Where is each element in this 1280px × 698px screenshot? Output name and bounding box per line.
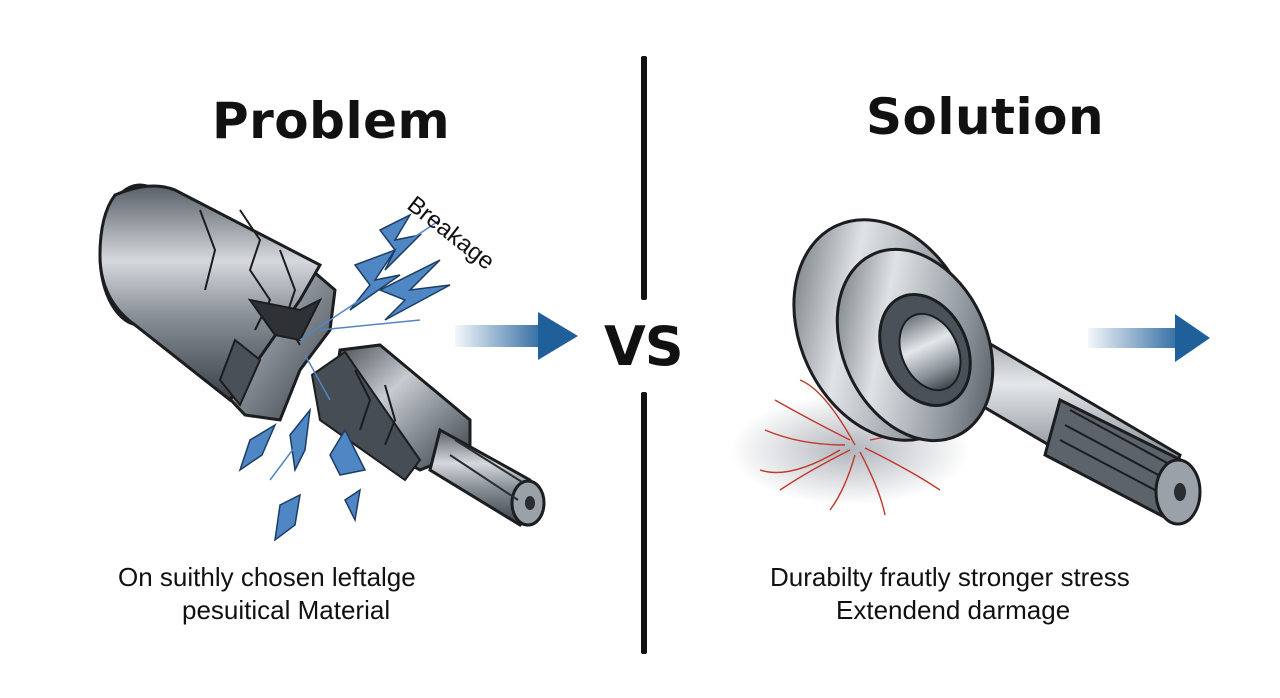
bearing-shaft-icon [730, 218, 1210, 526]
vs-label: VS [604, 315, 684, 378]
bearing-wheel [792, 218, 995, 443]
broken-shaft-icon [98, 183, 578, 542]
broken-shaft-right-piece [310, 343, 546, 527]
right-arrow-icon [455, 312, 578, 360]
breakage-shards [238, 213, 451, 542]
breakage-spark-lines [269, 219, 441, 481]
problem-caption-line-2: pesuitical Material [182, 595, 391, 625]
problem-caption-line-1: On suithly chosen leftalge [118, 562, 416, 592]
divider-line-top [641, 56, 647, 300]
broken-shaft-left-piece [98, 183, 337, 422]
solution-caption-line-2: Extendend darmage [836, 595, 1071, 625]
right-arrow-icon [1088, 314, 1210, 362]
problem-title: Problem [212, 92, 451, 150]
solution-title: Solution [866, 88, 1105, 146]
divider-line-bottom [641, 392, 647, 654]
solution-caption-line-1: Durabilty frautly stronger stress [770, 562, 1130, 592]
